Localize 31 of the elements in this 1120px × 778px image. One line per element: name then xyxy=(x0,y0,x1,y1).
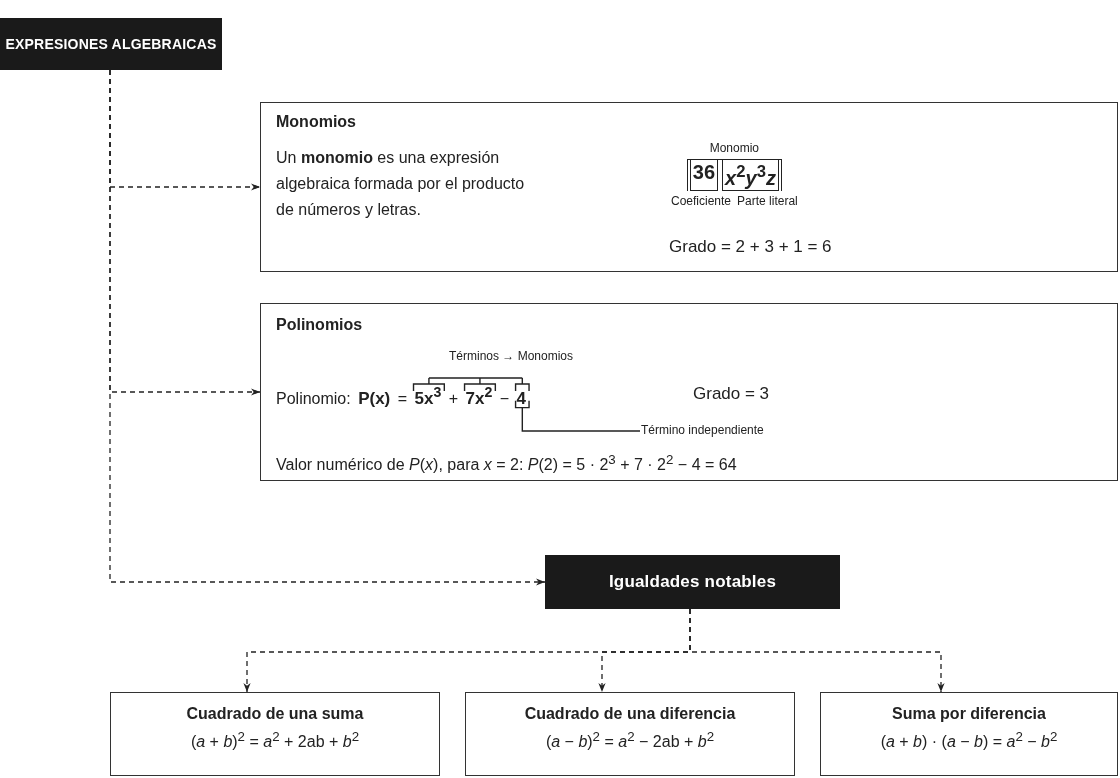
concept-box xyxy=(260,102,1118,272)
box-title: Igualdades notables xyxy=(608,572,777,592)
box-title: Cuadrado de una suma xyxy=(186,705,364,723)
math-formula: (a + b) · (a − b) = a$^{2}$ − b$^{2}$ xyxy=(880,729,1058,752)
box-title: Suma por diferencia xyxy=(892,705,1046,723)
annotation-label: Monomio xyxy=(709,141,760,155)
math-formula: Grado = 3 xyxy=(693,384,770,404)
title-box xyxy=(0,18,222,70)
section-heading: Monomios xyxy=(276,113,356,131)
annotation-label: Coeficiente xyxy=(671,193,732,208)
title-box xyxy=(545,555,840,609)
concept-box xyxy=(820,692,1118,776)
math-formula: Valor numérico de P(x), para x = 2: P(2) = 5 · 2$^{3}$ + 7 · 2$^{2}$ − 4 = 64 xyxy=(276,452,737,475)
annotation-label: Parte literal xyxy=(737,193,798,208)
dashed-arrow xyxy=(689,608,945,693)
box-title: EXPRESIONES ALGEBRAICAS xyxy=(5,36,217,52)
concept-box xyxy=(110,692,440,776)
math-formula: Grado = 2 + 3 + 1 = 6 xyxy=(669,237,832,257)
definition-text: Un monomio es una expresión algebraica formada por el producto de números y letras. xyxy=(276,148,526,220)
section-heading: Polinomios xyxy=(276,316,363,334)
math-formula: (a − b)$^{2}$ = a$^{2}$ − 2ab + b$^{2}$ xyxy=(545,729,715,752)
math-formula: Polinomio: P(x) = 5x$^{3}$ + 7x$^{2}$ − 4 xyxy=(276,384,528,409)
concept-box xyxy=(465,692,795,776)
math-formula: (a + b)$^{2}$ = a$^{2}$ + 2ab + b$^{2}$ xyxy=(190,729,360,752)
box-title: Cuadrado de una diferencia xyxy=(524,705,736,723)
math-formula: 36 xyxy=(689,160,719,191)
math-formula: x$^{2}$y$^{3}$z xyxy=(722,160,779,191)
annotation-label: Término independiente xyxy=(641,423,764,437)
annotation-label: Términos → Monomios xyxy=(449,349,574,363)
concept-box xyxy=(260,303,1118,481)
dashed-arrow xyxy=(109,69,546,586)
